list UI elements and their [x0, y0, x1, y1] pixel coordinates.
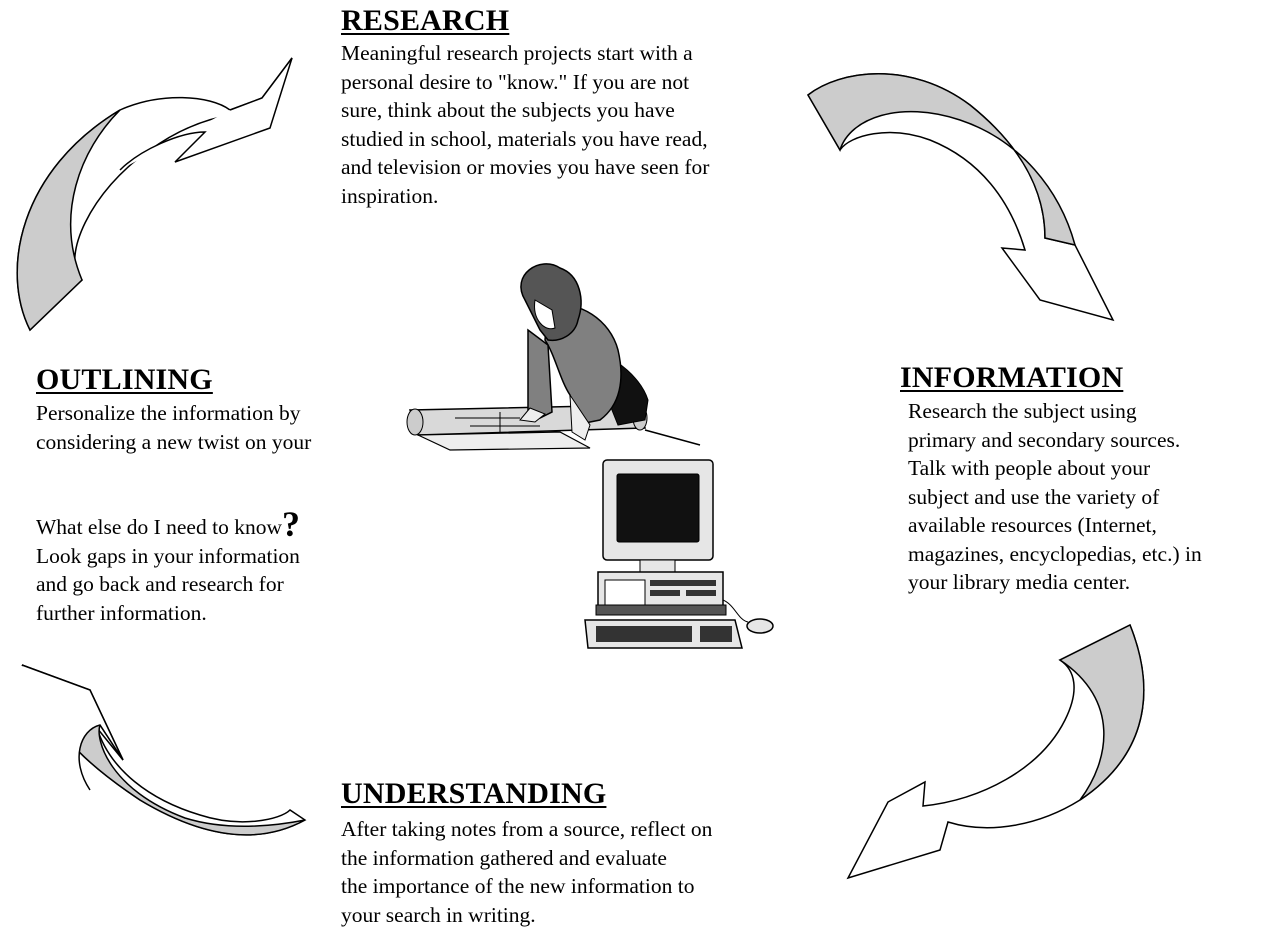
information-line: Talk with people about your — [908, 456, 1151, 480]
information-line: subject and use the variety of — [908, 484, 1160, 509]
information-line: available resources (Internet, — [908, 513, 1157, 537]
cycle-arrow-top-right — [807, 73, 1115, 322]
outlining-line: considering a new twist on your — [36, 429, 312, 454]
research-line: and television or movies you have seen f… — [341, 155, 710, 179]
outlining-line: Look gaps in your information — [36, 543, 300, 568]
cycle-arrow-bottom-right — [846, 623, 1145, 880]
cycle-arrow-bottom-left — [21, 664, 307, 836]
information-line: Research the subject using — [908, 399, 1137, 423]
outlining-description: Personalize the information by consideri… — [36, 399, 311, 456]
computer-illustration — [584, 459, 774, 649]
question-mark: ? — [281, 504, 300, 544]
information-line: your library media center. — [908, 570, 1131, 594]
outlining-line: and go back and research for — [36, 572, 284, 596]
research-heading: RESEARCH — [341, 4, 510, 37]
outlining-line: Personalize the information by — [36, 401, 301, 425]
person-at-table-illustration — [406, 263, 701, 451]
research-line: Meaningful research projects start with … — [341, 41, 693, 65]
understanding-line: the importance of the new information to — [341, 874, 695, 898]
research-line: studied in school, materials you have re… — [341, 126, 708, 151]
understanding-heading: UNDERSTANDING — [341, 777, 607, 810]
cycle-arrow-top-left — [16, 57, 293, 332]
research-line: personal desire to "know." If you are no… — [341, 69, 690, 94]
information-line: primary and secondary sources. — [908, 427, 1181, 452]
research-line: sure, think about the subjects you have — [341, 98, 675, 122]
research-line: inspiration. — [341, 183, 439, 208]
outlining-question: What else do I need to know? — [36, 506, 300, 542]
understanding-line: the information gathered and evaluate — [341, 845, 667, 870]
understanding-line: After taking notes from a source, reflec… — [341, 817, 713, 841]
research-description: Meaningful research projects start with … — [341, 39, 709, 210]
information-description: Research the subject using primary and s… — [908, 397, 1202, 597]
understanding-description: After taking notes from a source, reflec… — [341, 815, 712, 929]
outlining-line: further information. — [36, 600, 207, 625]
understanding-line: your search in writing. — [341, 902, 536, 927]
question-text: What else do I need to know — [36, 515, 282, 539]
outlining-heading: OUTLINING — [36, 363, 213, 396]
information-heading: INFORMATION — [900, 361, 1124, 394]
outlining-question-block: What else do I need to know? Look gaps i… — [36, 506, 300, 627]
information-line: magazines, encyclopedias, etc.) in — [908, 541, 1202, 566]
